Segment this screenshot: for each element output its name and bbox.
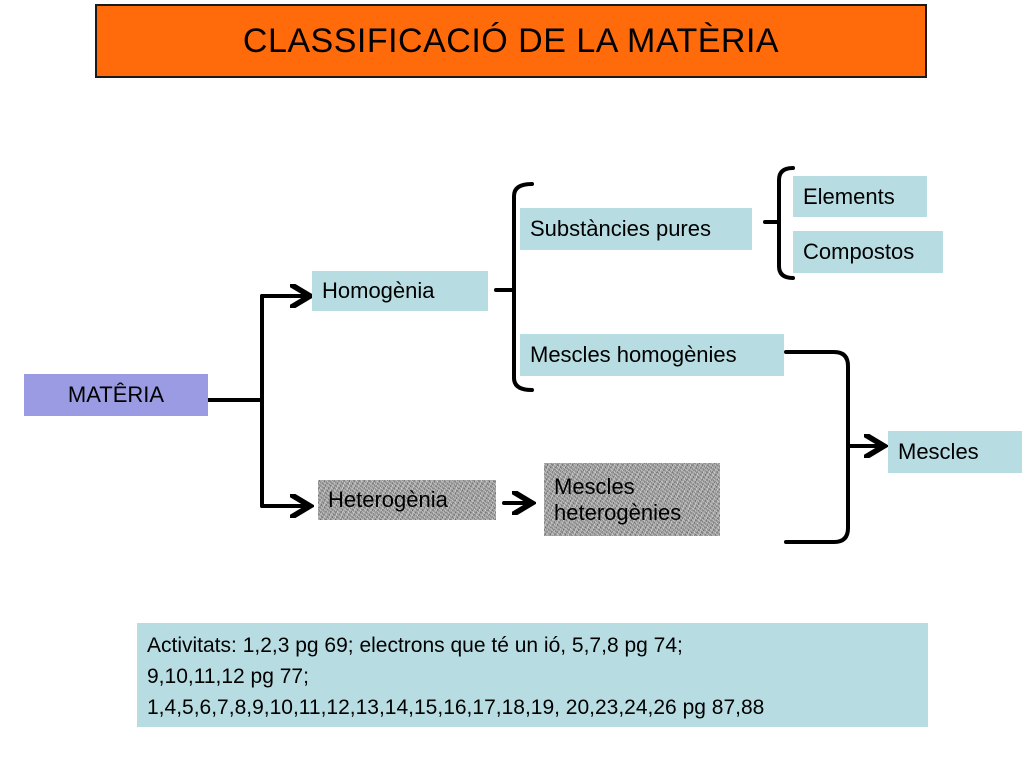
- node-mescles: Mescles: [888, 431, 1022, 473]
- node-mescles-homogenies: Mescles homogènies: [520, 334, 784, 376]
- node-homogenia: Homogènia: [312, 271, 488, 311]
- node-heterogenia: Heterogènia: [318, 480, 496, 520]
- node-compostos: Compostos: [793, 231, 943, 273]
- homogenia-brace: [512, 182, 534, 392]
- substancies-brace: [777, 166, 795, 280]
- mescles-heterogenies-line1: Mescles: [554, 474, 635, 500]
- node-elements: Elements: [793, 176, 927, 217]
- node-materia: MATÊRIA: [24, 374, 208, 416]
- activities-box: Activitats: 1,2,3 pg 69; electrons que t…: [137, 623, 928, 727]
- node-mescles-heterogenies: Mescles heterogènies: [544, 463, 720, 536]
- activities-line-2: 9,10,11,12 pg 77;: [147, 665, 309, 688]
- activities-line-1: Activitats: 1,2,3 pg 69; electrons que t…: [147, 634, 683, 657]
- mescles-brace: [784, 350, 850, 544]
- activities-line-3: 1,4,5,6,7,8,9,10,11,12,13,14,15,16,17,18…: [147, 696, 765, 719]
- node-substancies-pures: Substàncies pures: [520, 208, 752, 250]
- diagram-title: CLASSIFICACIÓ DE LA MATÈRIA: [95, 4, 927, 78]
- mescles-heterogenies-line2: heterogènies: [554, 499, 682, 525]
